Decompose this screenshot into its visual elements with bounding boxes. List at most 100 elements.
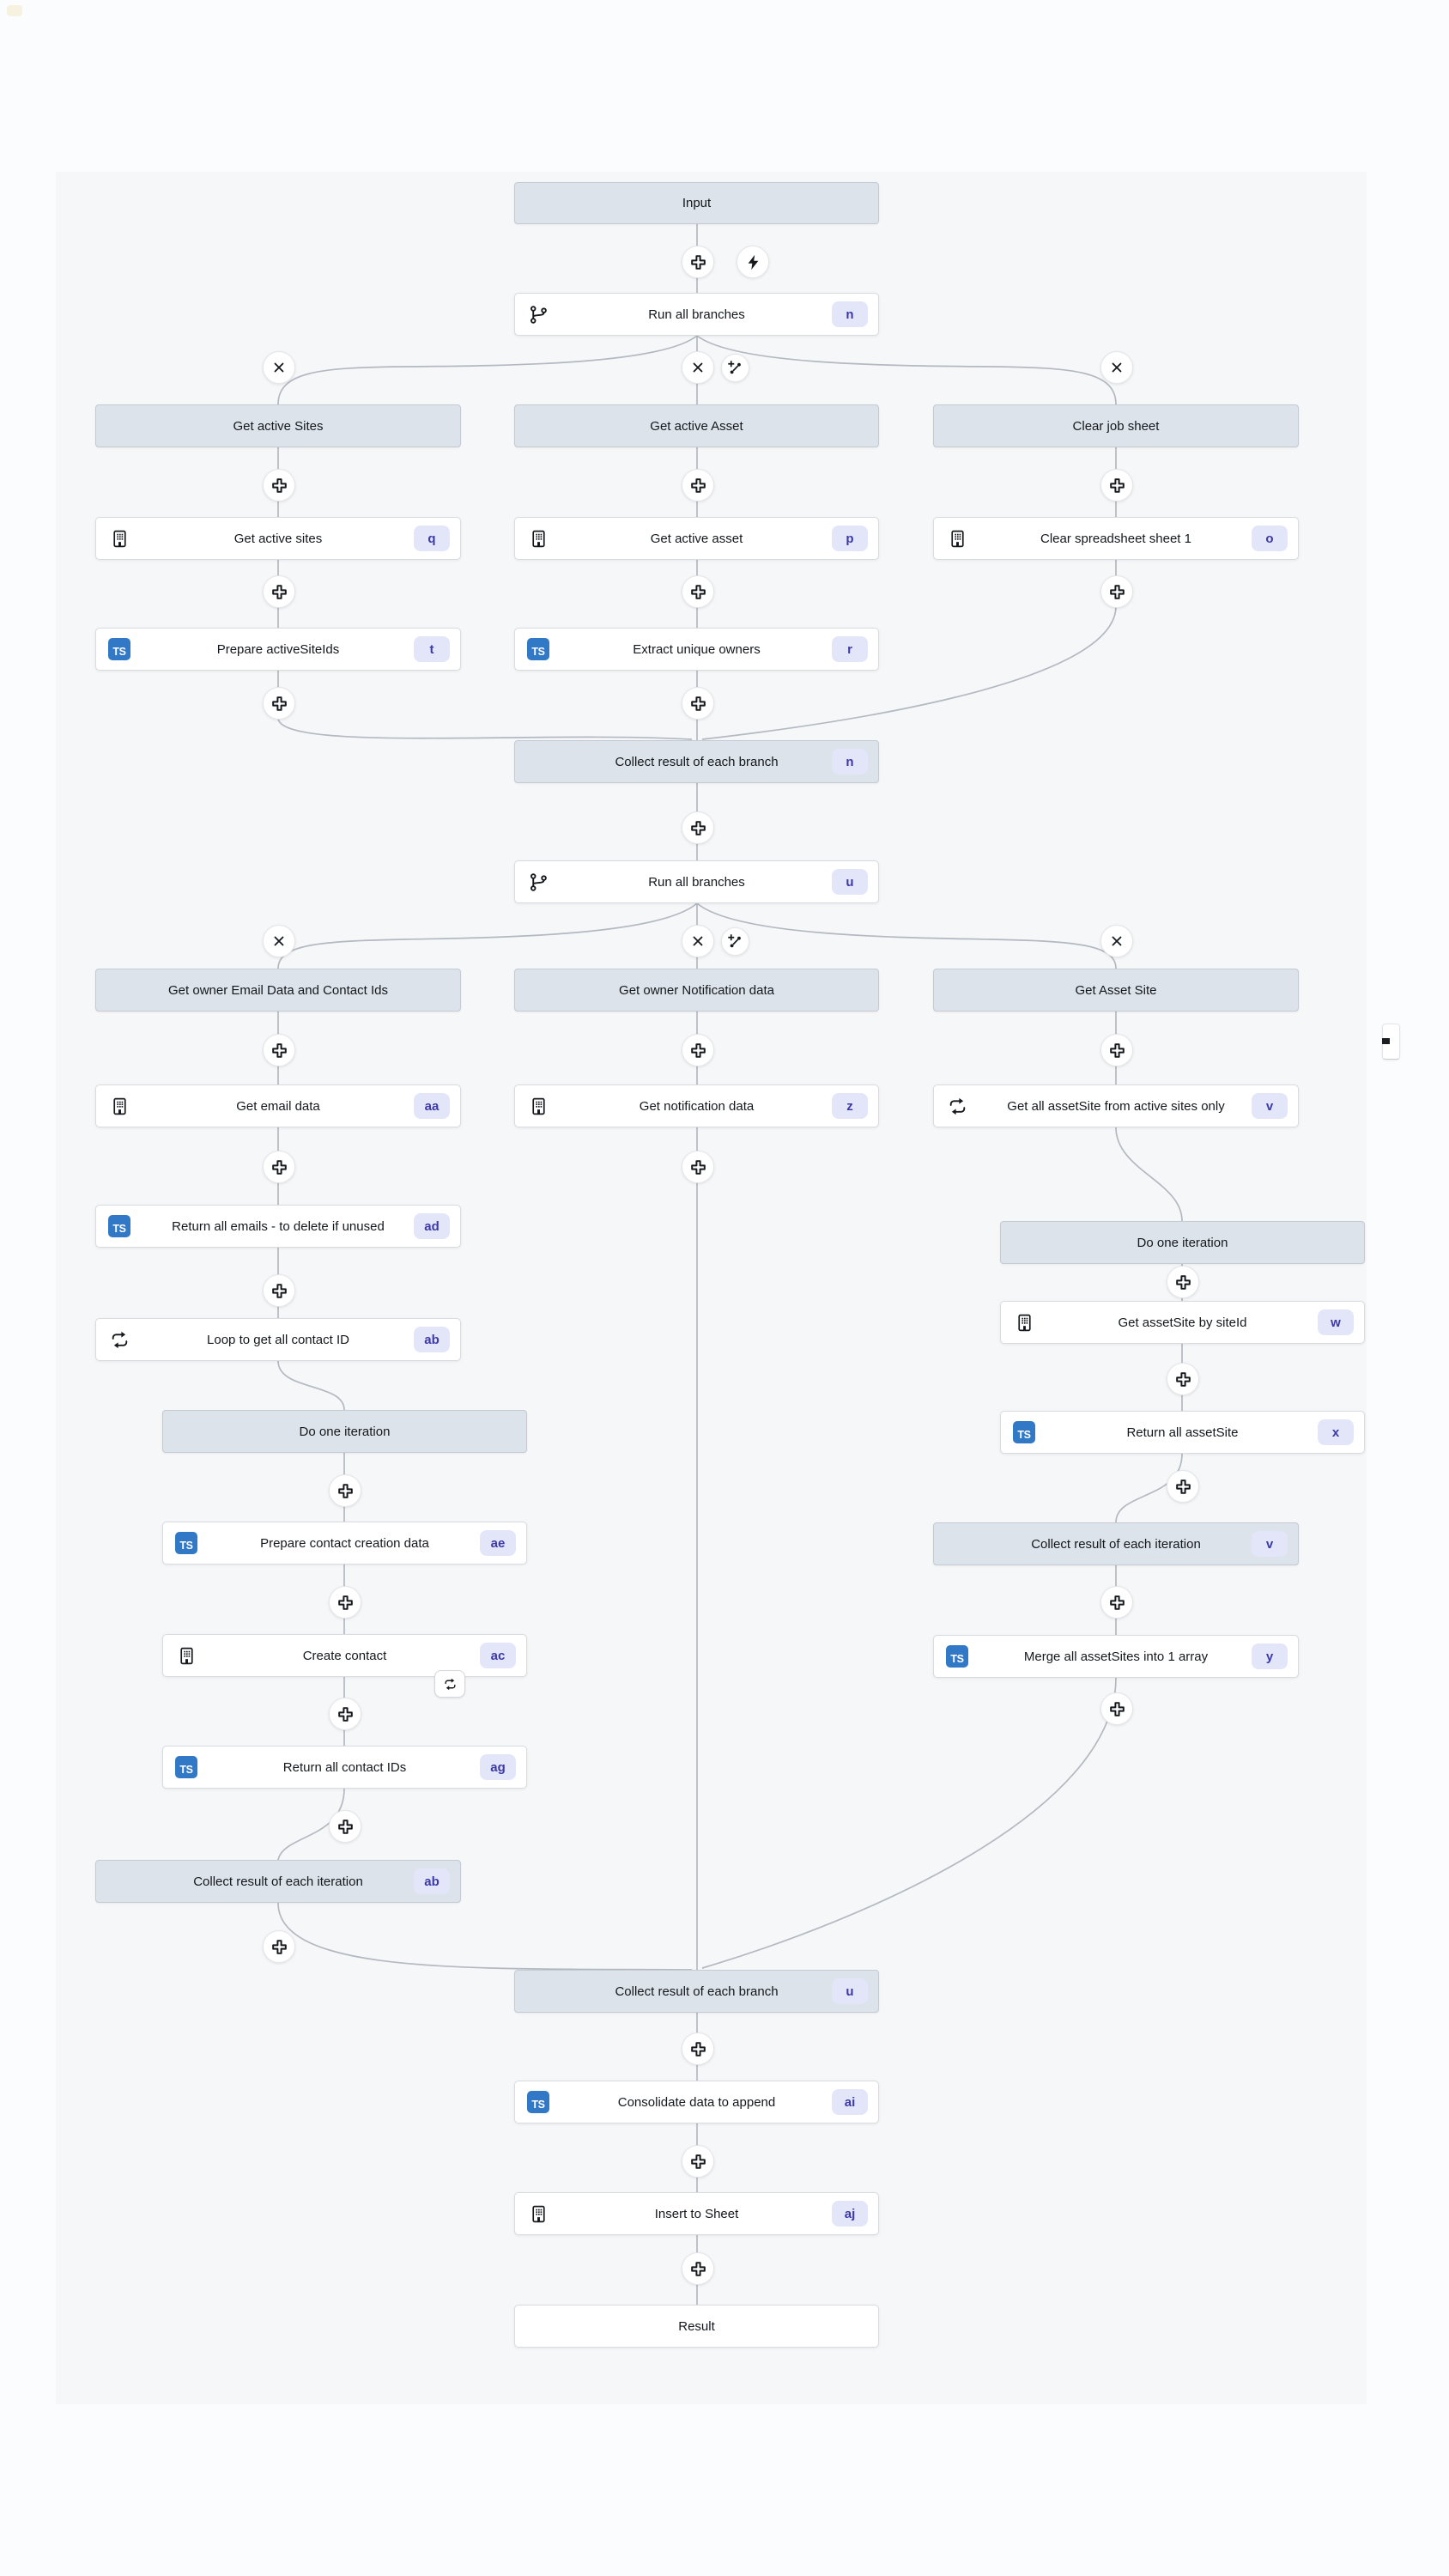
add-step-button[interactable] (1100, 469, 1133, 501)
node-badge: ag (480, 1754, 516, 1780)
do-one-iteration-left-node[interactable]: Do one iteration (162, 1410, 527, 1453)
add-step-button[interactable] (263, 575, 295, 608)
add-step-button[interactable] (682, 1034, 714, 1066)
do-one-iteration-right-node[interactable]: Do one iteration (1000, 1221, 1365, 1264)
add-step-button[interactable] (1167, 1363, 1199, 1395)
add-step-button[interactable] (682, 246, 714, 278)
add-step-button[interactable] (1100, 1034, 1133, 1066)
add-step-button[interactable] (1167, 1266, 1199, 1298)
add-step-button[interactable] (1100, 575, 1133, 608)
node-label: Collect result of each iteration (1031, 1536, 1201, 1552)
add-branch-button[interactable] (720, 353, 749, 382)
node-badge: ab (414, 1327, 450, 1352)
typescript-icon: TS (946, 1645, 968, 1668)
delete-branch-button[interactable] (682, 351, 714, 384)
add-step-button[interactable] (682, 469, 714, 501)
node-label: Get Asset Site (1075, 982, 1157, 998)
node-badge: n (832, 749, 868, 775)
get-all-assetsite-node[interactable]: Get all assetSite from active sites only… (933, 1084, 1299, 1127)
node-label: Get active asset (650, 531, 743, 546)
trigger-button[interactable] (737, 246, 769, 278)
add-step-button[interactable] (682, 575, 714, 608)
delete-branch-button[interactable] (263, 351, 295, 384)
get-active-asset-node[interactable]: Get active asset p (514, 517, 879, 560)
hdr-get-owner-email-node[interactable]: Get owner Email Data and Contact Ids (95, 969, 461, 1012)
add-branch-button[interactable] (720, 927, 749, 956)
add-step-button[interactable] (682, 687, 714, 720)
add-step-button[interactable] (1167, 1470, 1199, 1503)
delete-branch-button[interactable] (1100, 925, 1133, 957)
add-step-button[interactable] (263, 687, 295, 720)
hdr-get-asset-site-node[interactable]: Get Asset Site (933, 969, 1299, 1012)
hdr-get-active-sites-node[interactable]: Get active Sites (95, 404, 461, 447)
hdr-clear-job-sheet-node[interactable]: Clear job sheet (933, 404, 1299, 447)
node-badge: ac (480, 1643, 516, 1668)
plus-icon (271, 1159, 287, 1175)
node-label: Extract unique owners (633, 641, 761, 657)
add-step-button[interactable] (263, 1930, 295, 1963)
node-badge: p (832, 526, 868, 551)
add-step-button[interactable] (682, 2032, 714, 2065)
add-step-button[interactable] (263, 1274, 295, 1307)
node-badge: q (414, 526, 450, 551)
delete-branch-button[interactable] (1100, 351, 1133, 384)
node-badge: ai (832, 2089, 868, 2115)
hdr-get-owner-notification-node[interactable]: Get owner Notification data (514, 969, 879, 1012)
loop-icon (112, 1331, 127, 1348)
loop-icon (949, 1097, 965, 1115)
node-badge: x (1318, 1419, 1354, 1445)
add-step-button[interactable] (329, 1586, 361, 1619)
add-step-button[interactable] (263, 469, 295, 501)
node-loop-button[interactable] (434, 1670, 465, 1698)
add-step-button[interactable] (329, 1474, 361, 1507)
typescript-icon: TS (175, 1756, 197, 1778)
add-step-button[interactable] (263, 1151, 295, 1183)
add-step-button[interactable] (1100, 1692, 1133, 1725)
delete-branch-button[interactable] (682, 925, 714, 957)
result-node[interactable]: Result (514, 2305, 879, 2348)
building-icon (1017, 1314, 1031, 1331)
edge (701, 1677, 1117, 1969)
add-step-button[interactable] (263, 1034, 295, 1066)
plus-icon (271, 696, 287, 711)
delete-branch-button[interactable] (263, 925, 295, 957)
typescript-icon: TS (527, 2091, 549, 2113)
input-node[interactable]: Input (514, 182, 879, 224)
plus-icon (271, 1283, 287, 1298)
add-step-button[interactable] (682, 2145, 714, 2178)
building-icon (112, 530, 126, 547)
add-step-button[interactable] (1100, 1586, 1133, 1619)
edge (277, 1360, 345, 1411)
add-step-button[interactable] (329, 1810, 361, 1843)
branch-plus-icon (727, 360, 741, 374)
hdr-get-active-asset-node[interactable]: Get active Asset (514, 404, 879, 447)
add-step-button[interactable] (329, 1698, 361, 1730)
add-step-button[interactable] (682, 811, 714, 844)
add-step-button[interactable] (682, 1151, 714, 1183)
add-step-button[interactable] (682, 2252, 714, 2285)
x-icon (274, 936, 284, 946)
